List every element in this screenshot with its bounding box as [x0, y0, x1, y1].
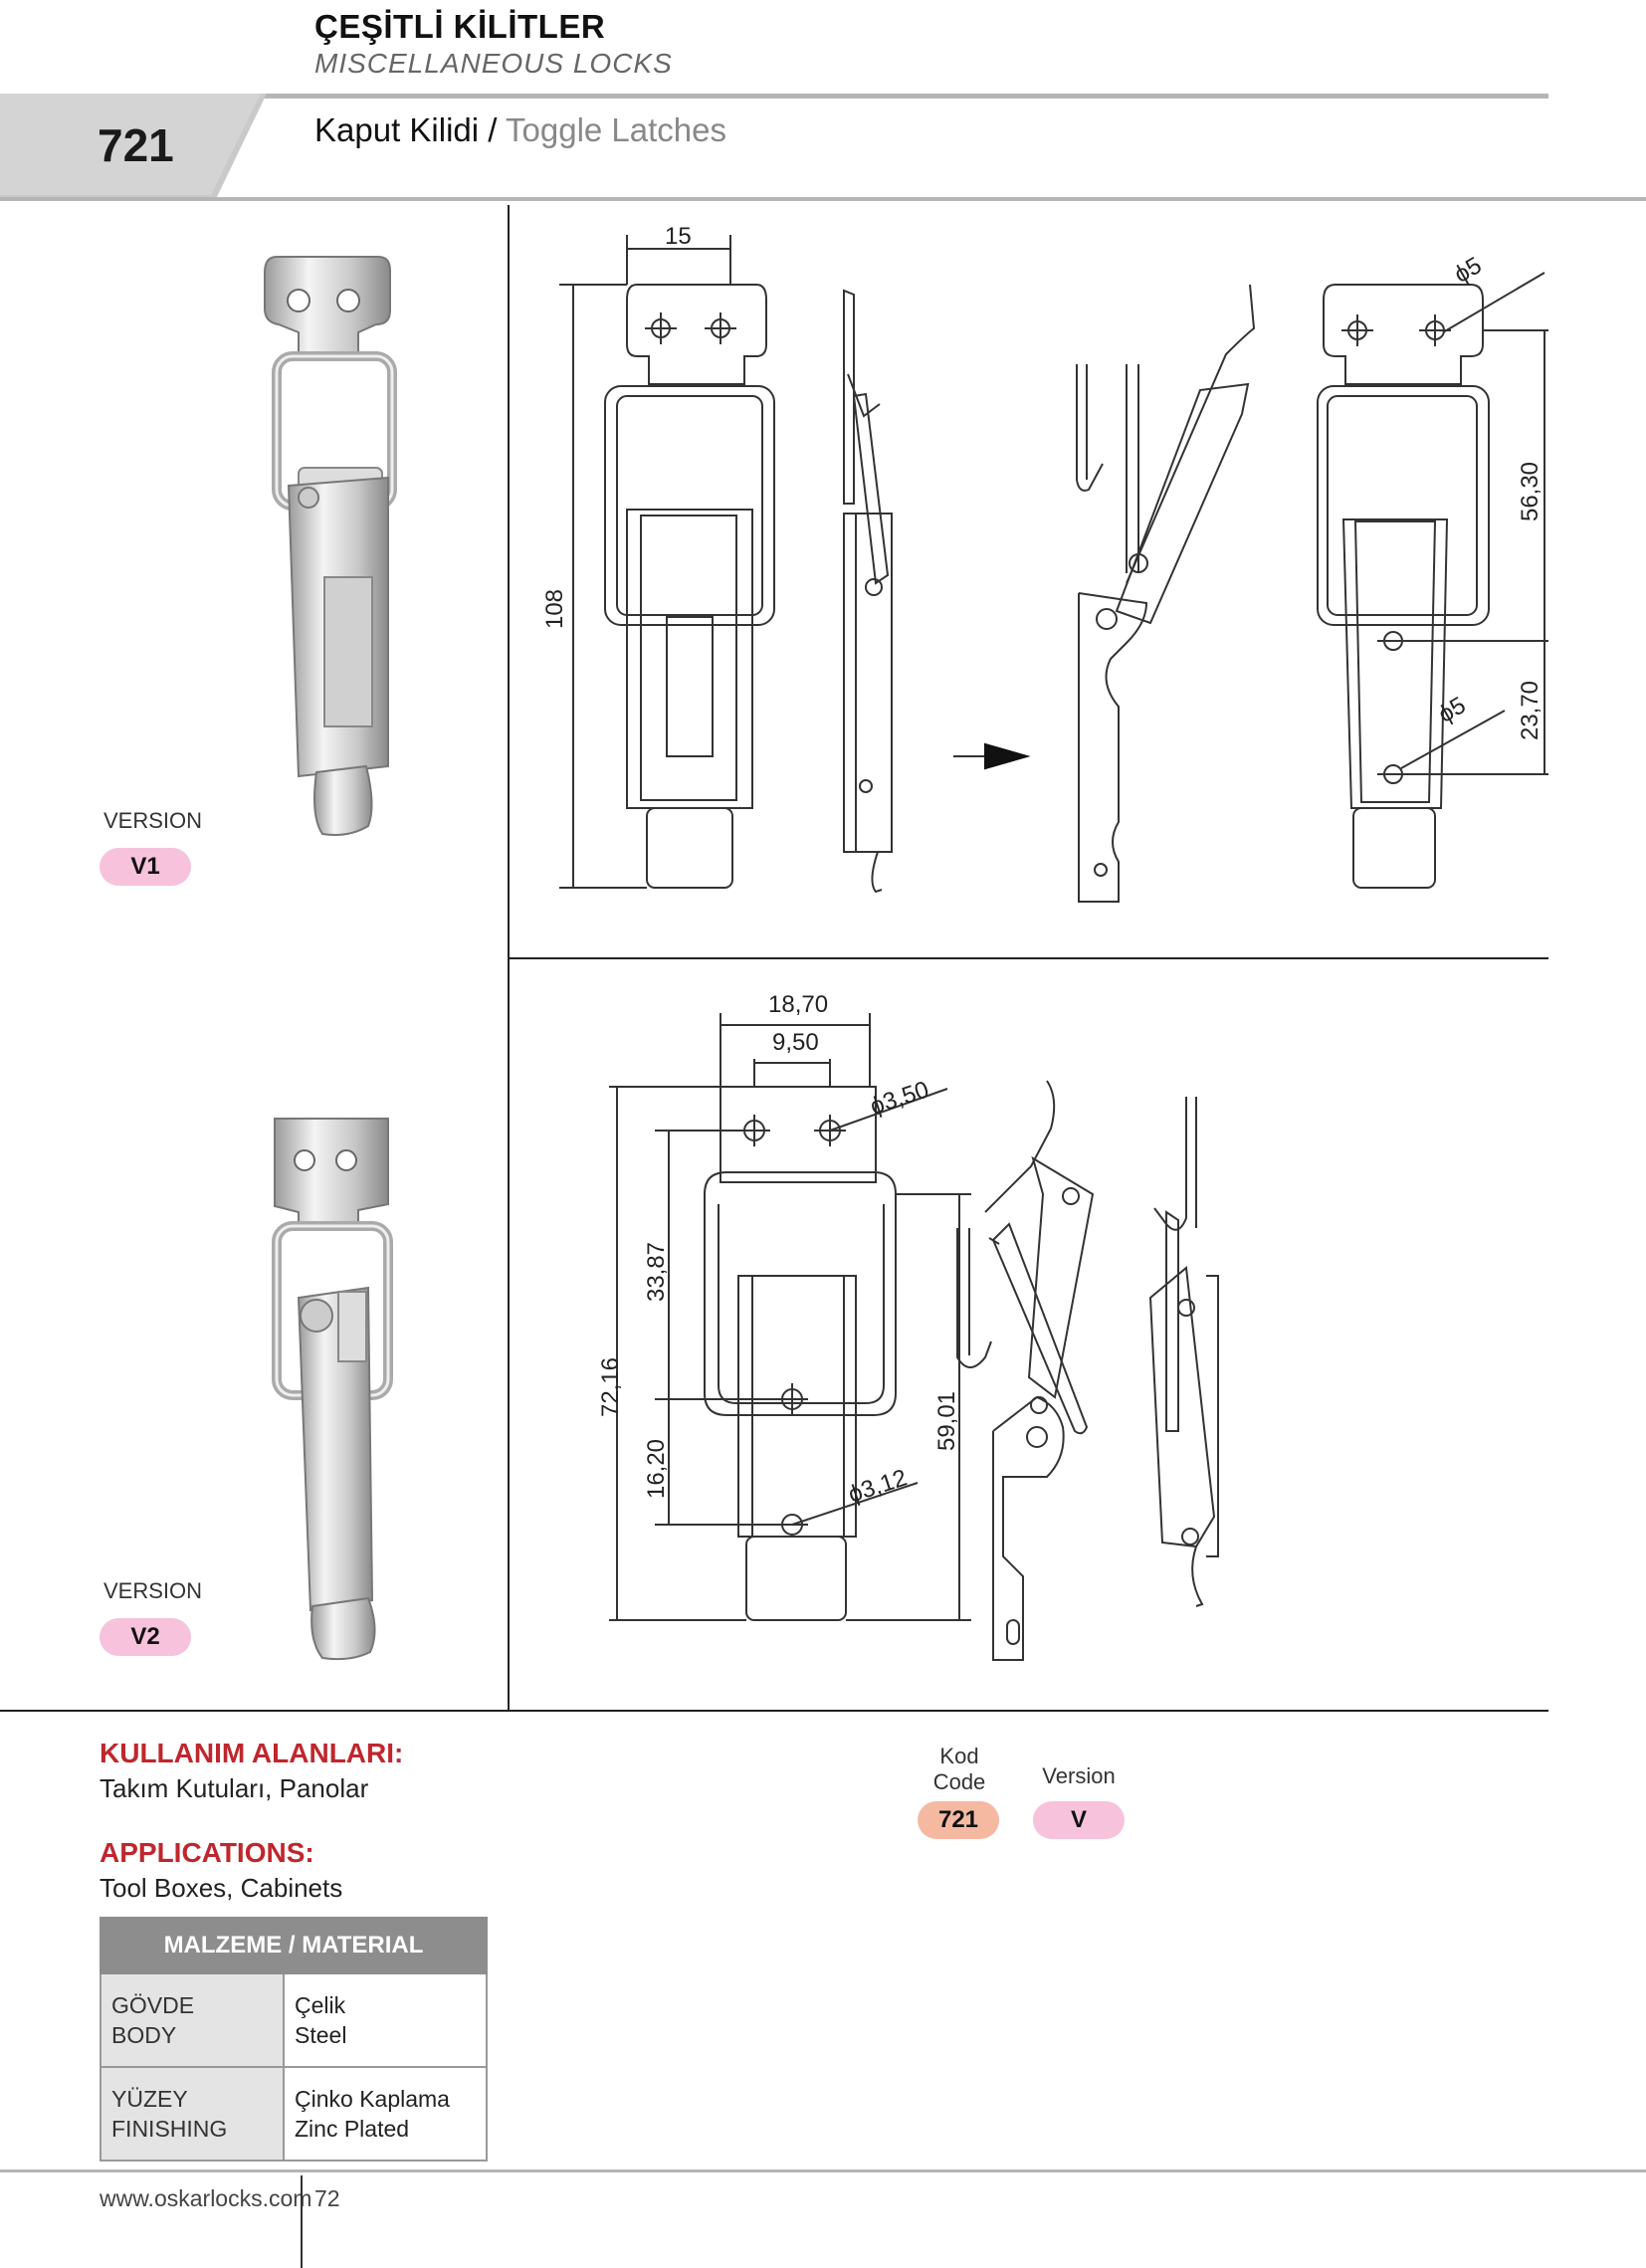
value-tr: Çinko Kaplama	[295, 2086, 450, 2112]
value-tr: Çelik	[295, 1992, 346, 2018]
material-table: MALZEME / MATERIAL GÖVDE BODY Çelik Stee…	[100, 1917, 488, 2162]
v1-dim-height-total: 108	[541, 588, 569, 630]
horizontal-divider-middle	[510, 957, 1548, 959]
value-en: Steel	[295, 2022, 347, 2048]
label-en: BODY	[111, 2022, 177, 2048]
material-value: Çelik Steel	[283, 1972, 488, 2068]
label-tr: YÜZEY	[111, 2086, 188, 2112]
table-row: YÜZEY FINISHING Çinko Kaplama Zinc Plate…	[100, 2066, 488, 2162]
v1-dim-dist-lower: 23,70	[1517, 680, 1544, 741]
code-label-tr: Kod	[939, 1744, 979, 1768]
applications-heading: APPLICATIONS:	[100, 1837, 314, 1868]
v2-product-photo	[272, 1118, 393, 1661]
version-column-label: Version	[1042, 1763, 1116, 1788]
code-label: Kod Code	[920, 1744, 999, 1795]
v2-dim-dist-upper: 33,87	[643, 1241, 671, 1303]
table-row: GÖVDE BODY Çelik Steel	[100, 1972, 488, 2068]
section-title: ÇEŞİTLİ KİLİTLER	[314, 8, 606, 45]
label-tr: GÖVDE	[111, 1992, 195, 2018]
footer-separator	[301, 2175, 303, 2268]
page-number: 72	[314, 2185, 340, 2211]
subtitle-en: Toggle Latches	[506, 111, 727, 148]
v2-dim-dist-lower: 16,20	[643, 1438, 671, 1500]
v2-version-label: VERSION	[103, 1578, 203, 1603]
v1-version-badge: V1	[100, 848, 191, 886]
header-rule	[229, 94, 1548, 99]
v2-dim-height-total: 72,16	[597, 1356, 625, 1418]
horizontal-divider-bottom	[0, 1710, 1548, 1712]
material-label: GÖVDE BODY	[100, 1972, 285, 2068]
material-heading: MALZEME / MATERIAL	[100, 1917, 488, 1974]
header-bottom-rule	[0, 197, 1646, 201]
v2-dim-height-right: 59,01	[933, 1390, 961, 1452]
v1-product-photo	[264, 256, 397, 836]
footer-rule	[0, 2169, 1646, 2172]
footer-url[interactable]: www.oskarlocks.com	[100, 2185, 312, 2211]
v2-dim-width-inner: 9,50	[772, 1029, 819, 1056]
v1-dim-dist-upper: 56,30	[1517, 461, 1544, 522]
v2-technical-drawing	[609, 1013, 1219, 1661]
material-label: YÜZEY FINISHING	[100, 2066, 285, 2162]
v2-version-badge: V2	[100, 1618, 191, 1656]
version-value-badge: V	[1033, 1801, 1125, 1839]
v2-dim-width-outer: 18,70	[768, 991, 829, 1018]
material-value: Çinko Kaplama Zinc Plated	[283, 2066, 488, 2162]
code-label-en: Code	[932, 1769, 986, 1794]
vertical-divider	[508, 205, 510, 1712]
applications-text: Tool Boxes, Cabinets	[100, 1873, 343, 1903]
code-tab: 721	[0, 94, 267, 201]
usage-heading-tr: KULLANIM ALANLARI:	[100, 1738, 404, 1768]
subtitle-tr: Kaput Kilidi /	[314, 111, 498, 148]
v1-technical-drawing	[559, 235, 1548, 903]
v1-dim-width-top: 15	[665, 223, 692, 250]
usage-text-tr: Takım Kutuları, Panolar	[100, 1773, 369, 1803]
product-code: 721	[98, 119, 174, 171]
section-title-english: MISCELLANEOUS LOCKS	[314, 48, 673, 79]
code-value-badge: 721	[918, 1801, 999, 1839]
label-en: FINISHING	[111, 2116, 228, 2142]
product-subtitle: Kaput Kilidi / Toggle Latches	[314, 111, 726, 149]
value-en: Zinc Plated	[295, 2116, 410, 2142]
v1-version-label: VERSION	[103, 808, 203, 833]
